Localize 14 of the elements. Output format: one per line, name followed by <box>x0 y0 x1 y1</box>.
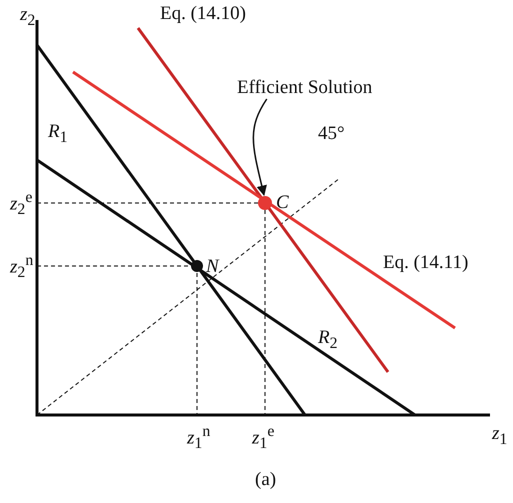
point-label: N <box>206 257 219 276</box>
point-marker <box>191 260 203 272</box>
line-label: R$_{2}$ <box>318 328 338 352</box>
point-marker <box>258 196 272 210</box>
axis-label: z$_{2}$ <box>20 5 36 29</box>
axis-label: z$_{1}$ <box>492 424 508 448</box>
caption: (a) <box>255 470 276 489</box>
line-label: Eq. (14.10) <box>160 4 246 23</box>
leader-arrow <box>252 98 268 196</box>
angle-label: 45° <box>318 124 345 143</box>
point-label: C <box>276 193 289 212</box>
line-label: Eq. (14.11) <box>383 253 468 272</box>
line-label: R$_{1}$ <box>48 122 68 146</box>
callout-text: Efficient Solution <box>237 78 372 97</box>
